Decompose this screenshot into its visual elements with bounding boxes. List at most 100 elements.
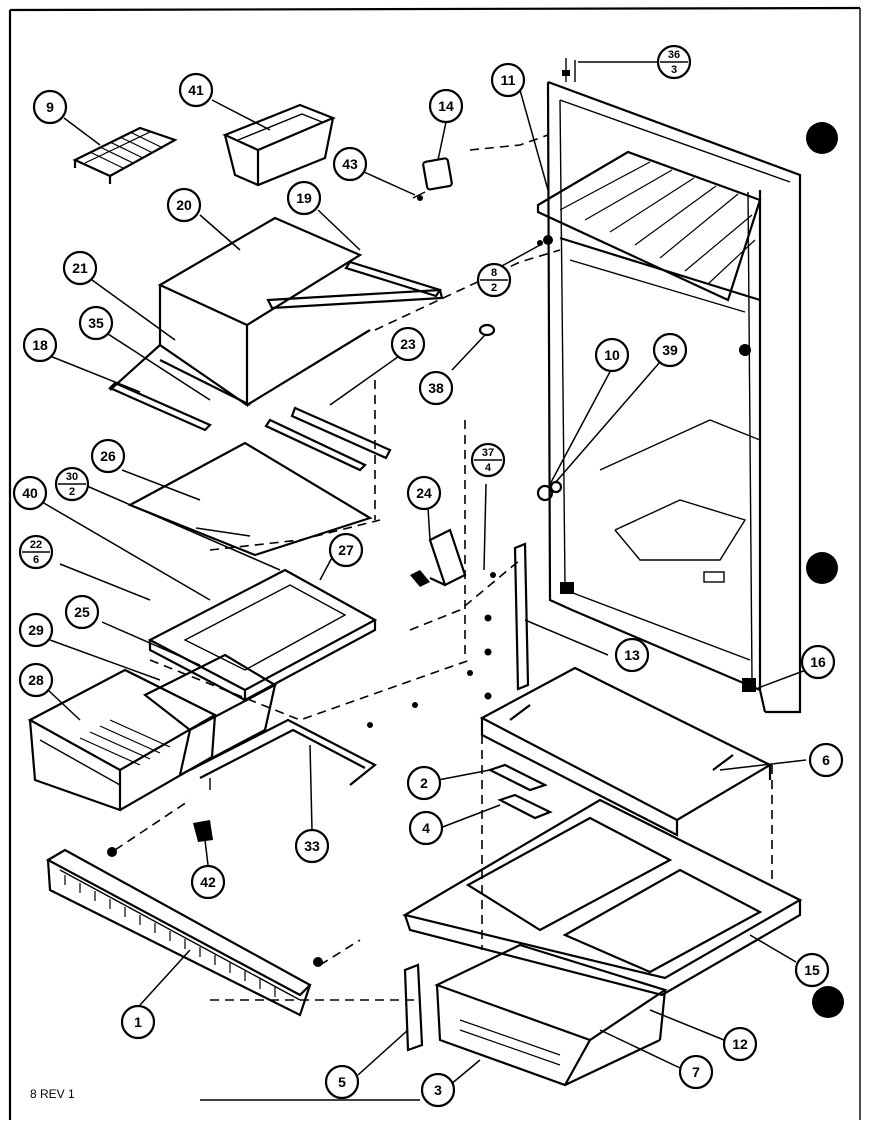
callout-28: 28 (18, 662, 54, 698)
svg-text:12: 12 (732, 1036, 748, 1052)
svg-text:43: 43 (342, 156, 358, 172)
svg-text:25: 25 (74, 604, 90, 620)
svg-text:36: 36 (668, 49, 680, 61)
callout-26: 26 (90, 438, 126, 474)
svg-text:4: 4 (485, 462, 492, 474)
callout-24: 24 (406, 475, 442, 511)
svg-text:20: 20 (176, 197, 192, 213)
refrigerator-cabinet (536, 58, 802, 714)
svg-text:30: 30 (66, 471, 78, 483)
callout-14: 14 (428, 88, 464, 124)
callout-21: 21 (62, 250, 98, 286)
callout-30-2: 30 2 (54, 466, 90, 502)
svg-text:28: 28 (28, 672, 44, 688)
drawer-support (189, 718, 378, 790)
callout-16: 16 (800, 644, 836, 680)
svg-text:37: 37 (482, 447, 494, 459)
svg-text:13: 13 (624, 647, 640, 663)
lower-crisper-frame (402, 798, 803, 997)
svg-text:6: 6 (822, 752, 830, 768)
shelf-rail (264, 406, 392, 472)
page-border (8, 6, 861, 1120)
callout-10: 10 (594, 337, 630, 373)
callout-18: 18 (22, 327, 58, 363)
glass-shelf (127, 441, 373, 557)
crisper-drawers (27, 653, 278, 812)
callout-7: 7 (678, 1054, 714, 1090)
callout-37-4: 37 4 (470, 442, 506, 478)
callout-3: 3 (420, 1072, 456, 1108)
crisper-frame (147, 568, 378, 702)
svg-text:11: 11 (501, 72, 516, 88)
drawer-bracket (403, 963, 424, 1052)
damper-control (412, 157, 453, 201)
svg-text:38: 38 (428, 380, 444, 396)
svg-text:41: 41 (188, 82, 204, 98)
callout-5: 5 (324, 1064, 360, 1100)
svg-text:39: 39 (662, 342, 678, 358)
vertical-divider (484, 542, 530, 700)
callout-33: 33 (294, 828, 330, 864)
callout-22-6: 22 6 (18, 534, 54, 570)
revision-tag: 8 REV 1 (30, 1087, 75, 1101)
shelf-bracket (410, 528, 467, 587)
svg-text:2: 2 (69, 486, 75, 498)
misc-hardware (367, 240, 563, 728)
drawer-tracks (487, 763, 553, 820)
svg-text:9: 9 (46, 99, 54, 115)
registration-dots (806, 122, 844, 1018)
svg-text:35: 35 (88, 315, 104, 331)
svg-text:42: 42 (200, 874, 216, 890)
callout-4: 4 (408, 810, 444, 846)
callout-43: 43 (332, 146, 368, 182)
svg-text:19: 19 (296, 190, 312, 206)
callout-35: 35 (78, 305, 114, 341)
svg-text:18: 18 (32, 337, 48, 353)
svg-text:27: 27 (338, 542, 354, 558)
callout-1: 1 (120, 1004, 156, 1040)
callout-29: 29 (18, 612, 54, 648)
callout-leaders (41, 61, 807, 1086)
callout-27: 27 (328, 532, 364, 568)
ice-tray (72, 126, 178, 184)
svg-text:4: 4 (422, 820, 430, 836)
callout-2: 2 (406, 765, 442, 801)
callout-39: 39 (652, 332, 688, 368)
callout-41: 41 (178, 72, 214, 108)
svg-text:29: 29 (28, 622, 44, 638)
callout-12: 12 (722, 1026, 758, 1062)
svg-text:6: 6 (33, 554, 39, 566)
callout-11: 11 (490, 62, 526, 98)
callout-20: 20 (166, 187, 202, 223)
callout-15: 15 (794, 952, 830, 988)
callout-8-2: 8 2 (476, 262, 512, 298)
svg-text:26: 26 (100, 448, 116, 464)
svg-text:40: 40 (22, 485, 38, 501)
callout-38: 38 (418, 370, 454, 406)
svg-text:24: 24 (416, 485, 432, 501)
callout-9: 9 (32, 89, 68, 125)
svg-text:23: 23 (400, 336, 416, 352)
freezer-shelf-assembly (108, 216, 444, 432)
svg-text:16: 16 (810, 654, 826, 670)
svg-text:22: 22 (30, 539, 42, 551)
callout-6: 6 (808, 742, 844, 778)
meat-drawer (434, 943, 668, 1087)
base-grille (45, 820, 323, 1017)
svg-text:1: 1 (134, 1014, 142, 1030)
callout-40: 40 (12, 475, 48, 511)
callout-25: 25 (64, 594, 100, 630)
callout-13: 13 (614, 637, 650, 673)
svg-text:21: 21 (72, 260, 88, 276)
assembly-guide-lines (114, 134, 773, 1001)
svg-text:33: 33 (304, 838, 320, 854)
svg-text:15: 15 (804, 962, 820, 978)
callout-42: 42 (190, 864, 226, 900)
svg-text:2: 2 (491, 282, 497, 294)
svg-text:3: 3 (671, 64, 677, 76)
svg-text:14: 14 (438, 98, 454, 114)
svg-text:7: 7 (692, 1064, 700, 1080)
svg-text:8: 8 (491, 267, 497, 279)
crisper-cover (479, 666, 773, 837)
